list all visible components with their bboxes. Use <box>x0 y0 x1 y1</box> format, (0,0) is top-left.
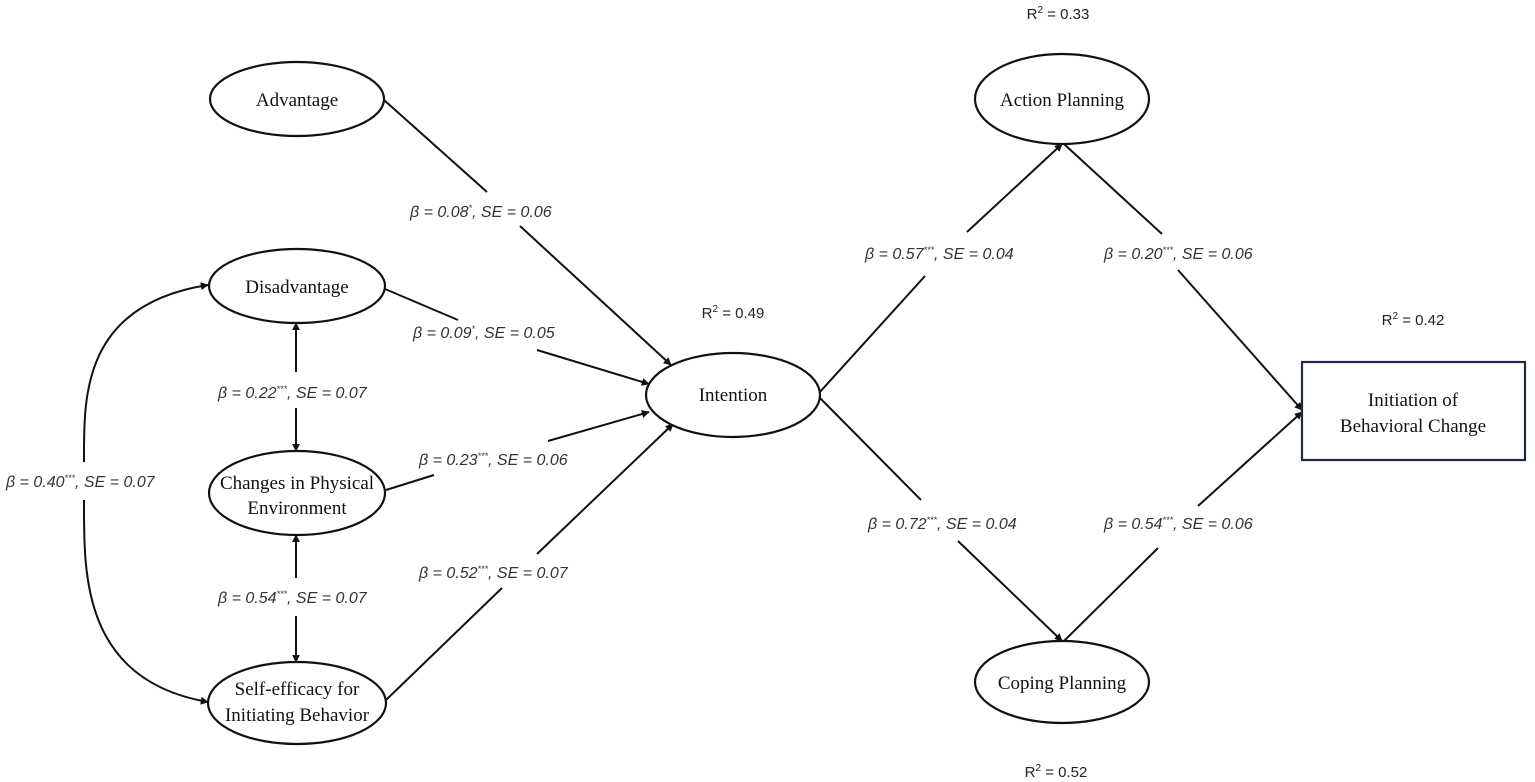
node-intention: Intention <box>644 351 822 439</box>
edge-selfefficacy-intention <box>385 423 674 701</box>
node-action-label: Action Planning <box>1000 90 1125 111</box>
node-advantage-label: Advantage <box>256 90 338 111</box>
edge-action-initiation <box>1063 143 1303 411</box>
coef-selfefficacy-intention: β = 0.52***, SE = 0.07 <box>418 564 569 582</box>
node-physical-label-2: Environment <box>247 498 347 519</box>
r2-intention: R2 = 0.49 <box>702 304 765 322</box>
coef-intention-coping: β = 0.72***, SE = 0.04 <box>867 515 1017 533</box>
r2-coping: R2 = 0.52 <box>1025 763 1088 781</box>
node-selfefficacy-label-1: Self-efficacy for <box>235 679 360 700</box>
coef-action-initiation: β = 0.20***, SE = 0.06 <box>1103 245 1253 263</box>
edge-disadvantage-selfefficacy <box>82 282 209 705</box>
node-intention-label: Intention <box>699 385 768 406</box>
node-initiation-label-1: Initiation of <box>1368 390 1459 411</box>
node-self-efficacy: Self-efficacy for Initiating Behavior <box>206 660 388 746</box>
node-advantage: Advantage <box>208 60 386 138</box>
edge-advantage-intention <box>383 99 672 366</box>
r2-action: R2 = 0.33 <box>1027 5 1090 23</box>
coef-disadvantage-selfefficacy: β = 0.40***, SE = 0.07 <box>5 473 156 491</box>
node-physical-environment: Changes in Physical Environment <box>207 449 387 537</box>
node-coping-label: Coping Planning <box>998 673 1127 694</box>
edge-intention-action <box>818 143 1063 394</box>
coef-advantage-intention: β = 0.08*, SE = 0.06 <box>409 203 552 221</box>
edge-intention-coping <box>818 396 1063 642</box>
edge-physical-intention <box>385 410 650 491</box>
coef-coping-initiation: β = 0.54***, SE = 0.06 <box>1103 515 1253 533</box>
node-coping-planning: Coping Planning <box>973 639 1151 725</box>
node-physical-label-1: Changes in Physical <box>220 473 374 494</box>
coef-physical-selfefficacy: β = 0.54***, SE = 0.07 <box>217 589 368 607</box>
node-disadvantage-label: Disadvantage <box>245 277 348 298</box>
coef-physical-intention: β = 0.23***, SE = 0.06 <box>418 451 568 469</box>
coef-intention-action: β = 0.57***, SE = 0.04 <box>864 245 1014 263</box>
coef-disadvantage-physical: β = 0.22***, SE = 0.07 <box>217 384 368 402</box>
node-action-planning: Action Planning <box>973 52 1151 146</box>
edge-coping-initiation <box>1063 411 1303 642</box>
node-selfefficacy-label-2: Initiating Behavior <box>225 705 370 726</box>
node-initiation-label-2: Behavioral Change <box>1340 416 1486 437</box>
edge-disadvantage-intention <box>384 288 650 386</box>
coef-disadvantage-intention: β = 0.09*, SE = 0.05 <box>412 324 555 342</box>
node-disadvantage: Disadvantage <box>207 247 387 325</box>
r2-initiation: R2 = 0.42 <box>1382 311 1445 329</box>
node-initiation: Initiation of Behavioral Change <box>1300 360 1527 462</box>
